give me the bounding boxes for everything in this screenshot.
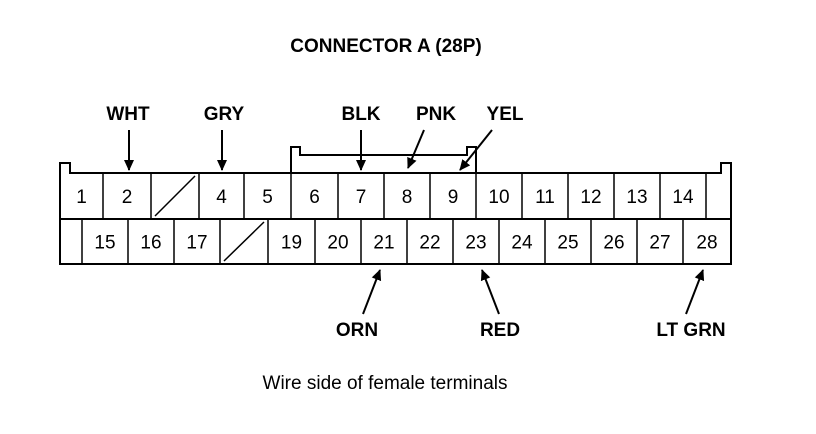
pin-number-1: 1 (76, 187, 87, 208)
pin-number-16: 16 (140, 233, 161, 254)
pin-number-4: 4 (216, 187, 227, 208)
pin-number-8: 8 (402, 187, 413, 208)
pin-number-2: 2 (122, 187, 133, 208)
pin-number-13: 13 (626, 187, 647, 208)
pin-number-15: 15 (94, 233, 115, 254)
pin-number-21: 21 (373, 233, 394, 254)
unused-cavity-slash (154, 175, 196, 217)
wire-arrow-red (480, 269, 500, 315)
pin-number-24: 24 (511, 233, 533, 254)
wire-arrow-yel (459, 129, 493, 171)
bottom-row-pins: 15 16 17 19 20 21 22 23 24 25 26 27 28 (94, 221, 718, 262)
wire-arrow-lt-grn (685, 269, 705, 315)
pin-number-26: 26 (603, 233, 624, 254)
wire-label-gry: GRY (204, 104, 245, 125)
pin-number-11: 11 (535, 187, 555, 208)
pin-number-20: 20 (327, 233, 348, 254)
unused-cavity-slash (223, 221, 265, 262)
pin-number-23: 23 (465, 233, 486, 254)
wire-arrow-pnk (407, 129, 425, 169)
wire-label-yel: YEL (487, 104, 524, 125)
pin-number-22: 22 (419, 233, 440, 254)
pin-number-10: 10 (488, 187, 509, 208)
pin-number-17: 17 (186, 233, 207, 254)
wire-label-wht: WHT (106, 104, 150, 125)
wire-label-pnk: PNK (416, 104, 456, 125)
connector-housing (59, 146, 732, 265)
cavity-dividers (81, 173, 707, 264)
wire-label-lt-grn: LT GRN (656, 320, 725, 341)
pin-number-6: 6 (309, 187, 320, 208)
connector-title: CONNECTOR A (28P) (290, 36, 481, 57)
diagram-caption: Wire side of female terminals (263, 373, 508, 394)
pin-number-9: 9 (448, 187, 459, 208)
wire-label-blk: BLK (341, 104, 380, 125)
wire-color-labels: WHT GRY BLK PNK YEL ORN RED LT GRN (106, 104, 725, 341)
wire-label-orn: ORN (336, 320, 378, 341)
wire-label-red: RED (480, 320, 520, 341)
pin-number-28: 28 (696, 233, 717, 254)
pin-number-7: 7 (356, 187, 367, 208)
pin-number-25: 25 (557, 233, 578, 254)
pin-number-27: 27 (649, 233, 670, 254)
pin-number-19: 19 (281, 233, 302, 254)
pin-number-12: 12 (580, 187, 601, 208)
wire-arrow-orn (362, 269, 382, 315)
pin-number-14: 14 (672, 187, 694, 208)
pin-number-5: 5 (262, 187, 273, 208)
